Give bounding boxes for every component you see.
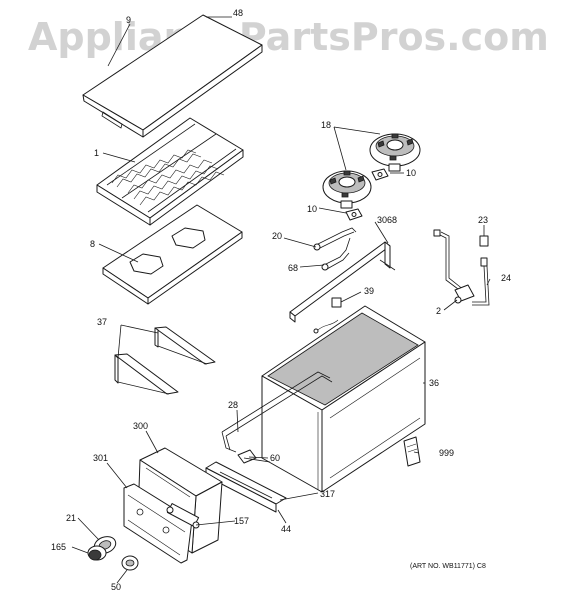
callout-39: 39 [364, 286, 374, 296]
gasket-part[interactable] [345, 168, 389, 221]
instruction-card-part[interactable] [403, 436, 421, 467]
callout-300: 300 [133, 421, 148, 431]
control-knob-part[interactable] [87, 534, 139, 571]
manifold-bracket-part[interactable] [289, 241, 396, 334]
side-bracket-part[interactable] [114, 326, 216, 395]
gas-tube-part[interactable] [433, 229, 490, 306]
burner-grate-part[interactable] [96, 117, 244, 226]
watermark-text: AppliancePartsPros.com [28, 15, 549, 59]
callout-165: 165 [51, 542, 66, 552]
burner-box-part[interactable] [261, 305, 426, 493]
callout-18: 18 [321, 120, 331, 130]
callout-36: 36 [429, 378, 439, 388]
callout-48: 48 [233, 8, 243, 18]
callout-50: 50 [111, 582, 121, 592]
clip-part[interactable] [237, 449, 271, 464]
callout-24: 24 [501, 273, 511, 283]
callout-68: 68 [288, 263, 298, 273]
callout-labels: 9 48 1 8 18 10 10 3068 23 20 68 24 39 2 … [51, 8, 511, 592]
front-panel-part[interactable] [123, 483, 193, 564]
burner-head-part[interactable] [322, 133, 421, 209]
callout-21: 21 [66, 513, 76, 523]
callout-37: 37 [97, 317, 107, 327]
callout-3068: 3068 [377, 215, 397, 225]
leader-lines [71, 16, 491, 584]
burner-tube-part[interactable] [221, 371, 333, 453]
callout-8: 8 [90, 239, 95, 249]
callout-60: 60 [270, 453, 280, 463]
art-number: (ART NO. WB11771) C8 [410, 563, 486, 570]
callout-44: 44 [281, 524, 291, 534]
callout-301: 301 [93, 453, 108, 463]
callout-10-upper: 10 [406, 168, 416, 178]
igniter-electrode-part[interactable] [313, 227, 357, 271]
callout-28: 28 [228, 400, 238, 410]
callout-157: 157 [234, 516, 249, 526]
callout-9: 9 [126, 15, 131, 25]
callout-999: 999 [439, 448, 454, 458]
griddle-cover-part[interactable] [82, 14, 263, 138]
callout-2: 2 [436, 306, 441, 316]
callout-20: 20 [272, 231, 282, 241]
callout-317: 317 [320, 489, 335, 499]
drip-tray-part[interactable] [205, 461, 287, 513]
callout-10-lower: 10 [307, 204, 317, 214]
burner-plate-part[interactable] [102, 204, 243, 305]
callout-1: 1 [94, 148, 99, 158]
callout-23: 23 [478, 215, 488, 225]
